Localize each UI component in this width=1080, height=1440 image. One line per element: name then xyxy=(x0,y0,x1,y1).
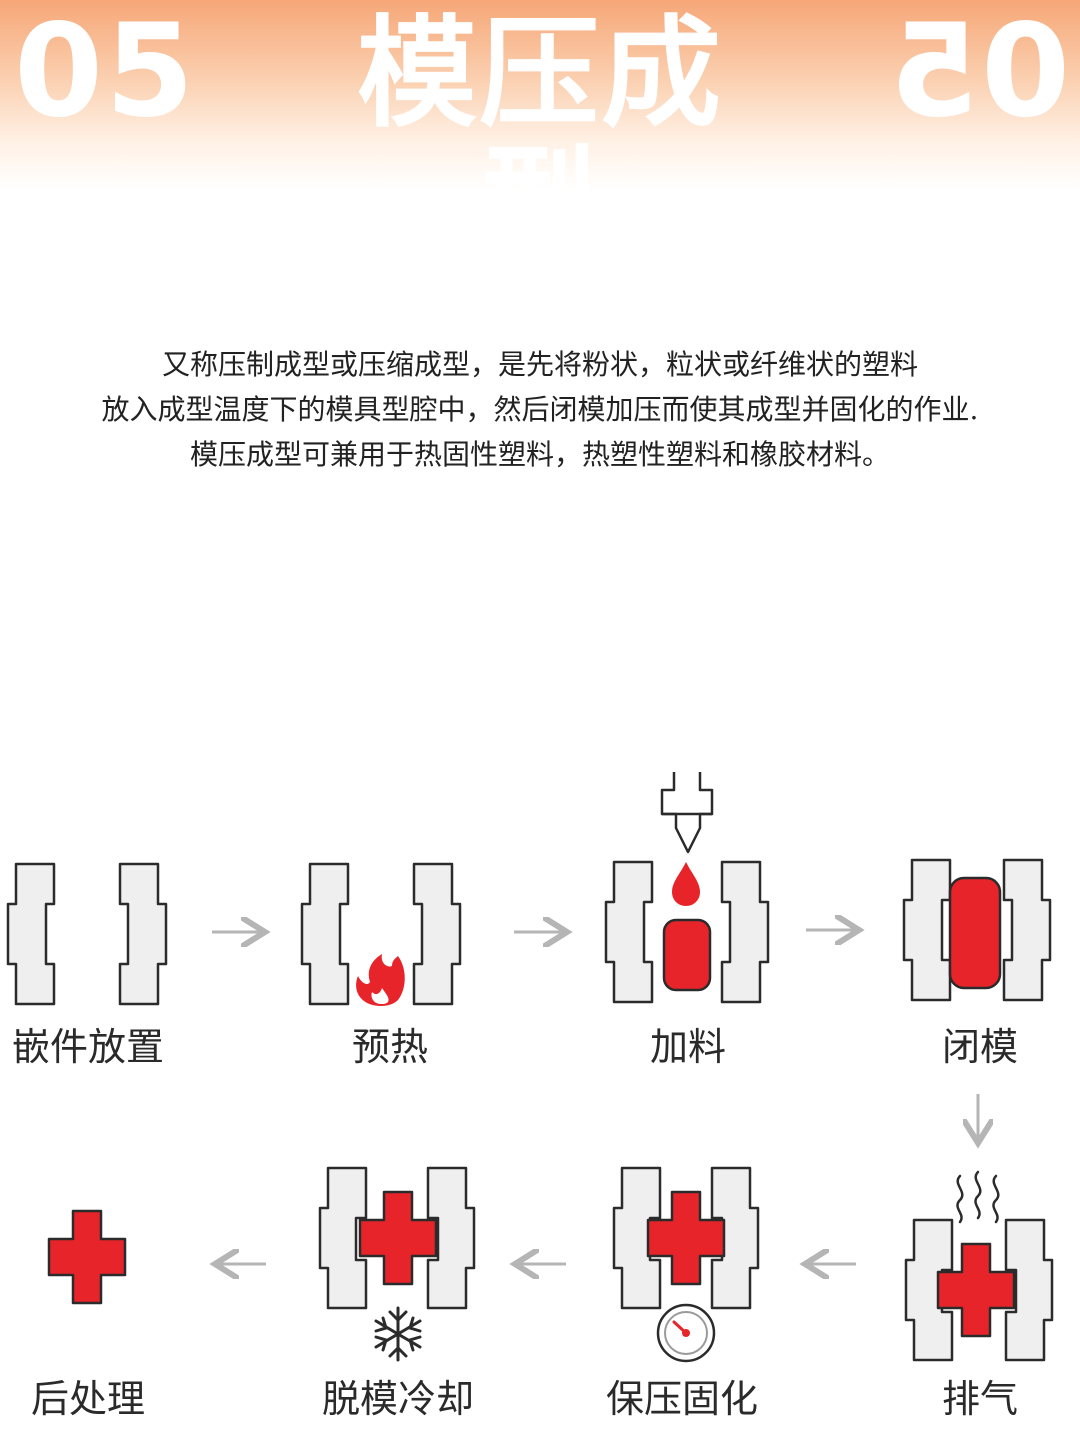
material-charge xyxy=(662,918,712,992)
description: 又称压制成型或压缩成型，是先将粉状，粒状或纤维状的塑料 放入成型温度下的模具型腔… xyxy=(0,342,1080,477)
step-7-demold-cool xyxy=(318,1166,476,1362)
drop-icon xyxy=(672,862,700,906)
steam-icon xyxy=(956,1170,1000,1224)
description-line: 放入成型温度下的模具型腔中，然后闭模加压而使其成型并固化的作业. xyxy=(101,393,979,426)
step-label: 脱模冷却 xyxy=(321,1377,474,1421)
step-2-preheat xyxy=(300,862,462,1006)
description-line: 又称压制成型或压缩成型，是先将粉状，粒状或纤维状的塑料 xyxy=(161,348,918,381)
pressure-gauge-icon xyxy=(656,1303,716,1363)
step-6-hold-pressure xyxy=(612,1166,760,1363)
step-label: 保压固化 xyxy=(605,1377,758,1421)
step-label: 加料 xyxy=(649,1025,726,1069)
step-5-venting xyxy=(904,1170,1054,1362)
step-label: 排气 xyxy=(941,1377,1018,1421)
page-title: 模压成型 xyxy=(357,5,723,274)
section-number: 05 xyxy=(14,0,197,146)
snowflake-icon xyxy=(374,1306,422,1362)
step-label: 后处理 xyxy=(30,1377,145,1421)
description-line: 模压成型可兼用于热固性塑料，热塑性塑料和橡胶材料。 xyxy=(189,438,890,471)
nozzle-icon xyxy=(660,772,714,854)
step-label: 闭模 xyxy=(941,1025,1018,1069)
step-4-close-mold xyxy=(902,858,1052,1002)
flow-arrows xyxy=(212,930,978,1264)
step-label: 嵌件放置 xyxy=(11,1025,164,1069)
material-pressed xyxy=(948,876,1002,990)
flame-icon xyxy=(356,954,405,1006)
step-1-open-mold xyxy=(6,862,168,1006)
step-3-feeding xyxy=(604,772,770,1004)
step-label: 预热 xyxy=(351,1025,428,1069)
header-banner: 05 模压成型 05 xyxy=(0,0,1080,270)
step-8-post-process xyxy=(47,1209,127,1305)
